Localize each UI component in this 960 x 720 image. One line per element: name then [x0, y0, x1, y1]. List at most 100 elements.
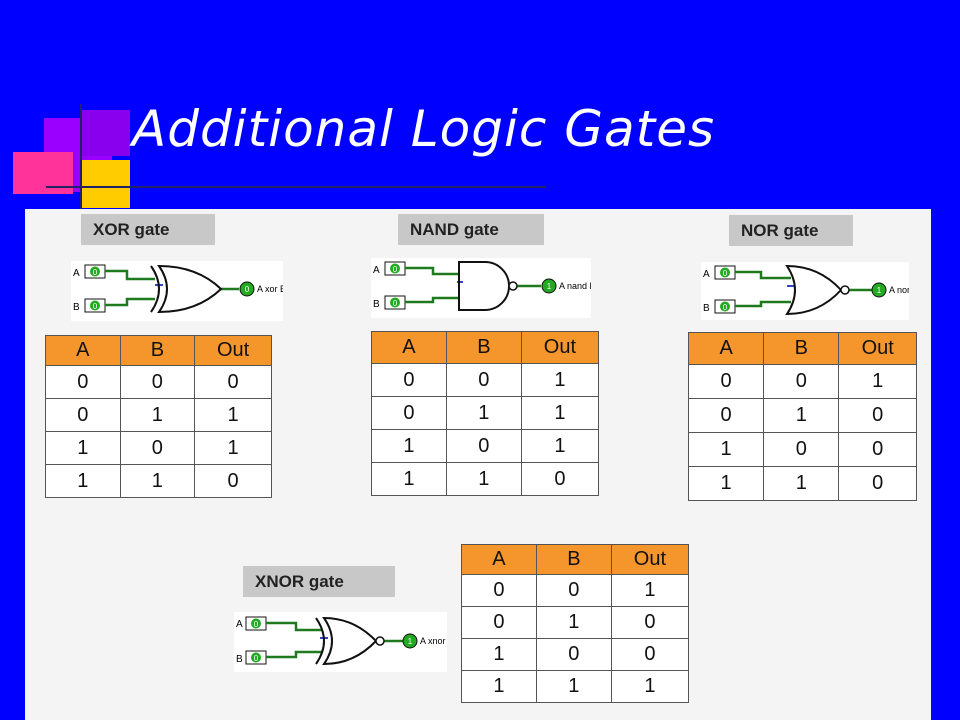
xnor-wires — [266, 621, 404, 659]
table-cell: 1 — [119, 398, 196, 432]
nor-wires — [735, 270, 873, 308]
nor-output-indicator — [871, 282, 887, 298]
nand-input-a-label: A — [373, 265, 380, 276]
table-cell: 1 — [838, 364, 917, 399]
table-cell: 1 — [610, 670, 690, 703]
nand-inversion-bubble — [508, 281, 518, 291]
table-cell: 0 — [461, 606, 537, 639]
slide-title: Additional Logic Gates — [132, 100, 716, 158]
table-cell: 1 — [520, 429, 600, 463]
table-cell: 1 — [461, 638, 537, 671]
xnor-input-a-indicator — [251, 618, 261, 629]
xor-input-b-label: B — [73, 302, 80, 313]
nor-output-state: 1 — [877, 286, 882, 295]
table-cell: 1 — [371, 429, 447, 463]
xnor-input-b-state: 0 — [254, 654, 259, 663]
nand-input-b-state: 0 — [393, 299, 398, 308]
table-cell: 0 — [119, 431, 196, 465]
table-cell: 1 — [45, 431, 121, 465]
xnor-output-label: A xnor B — [420, 636, 447, 646]
table-cell: 1 — [610, 574, 690, 607]
column-header: A — [687, 332, 765, 365]
column-header: A — [461, 544, 537, 575]
xnor-output-state: 1 — [408, 637, 413, 646]
xnor-gate-diagram: A 0 B 0 1 A xnor B — [234, 612, 447, 672]
xnor-input-b-label: B — [236, 654, 243, 665]
xor-input-b-state: 0 — [93, 302, 98, 311]
table-cell: 0 — [119, 365, 196, 399]
nor-input-b-state: 0 — [723, 303, 728, 312]
table-cell: 1 — [445, 396, 522, 430]
table-cell: 0 — [763, 364, 840, 399]
column-header: Out — [194, 335, 272, 366]
table-cell: 0 — [763, 432, 840, 467]
column-header: B — [119, 335, 196, 366]
xnor-output-indicator — [402, 633, 418, 649]
column-header: B — [445, 331, 522, 364]
xor-wires — [105, 269, 239, 307]
table-cell: 0 — [445, 363, 522, 397]
table-cell: 0 — [535, 574, 612, 607]
xor-input-a-indicator — [90, 266, 100, 277]
nor-input-b-indicator — [720, 301, 730, 312]
xor-input-a-label: A — [73, 268, 80, 279]
table-cell: 0 — [371, 396, 447, 430]
table-cell: 1 — [371, 462, 447, 496]
nor-input-a-state: 0 — [723, 269, 728, 278]
column-header: Out — [520, 331, 600, 364]
xnor-input-a-label: A — [236, 619, 243, 630]
table-cell: 1 — [535, 606, 612, 639]
xor-output-indicator — [239, 281, 255, 297]
table-cell: 1 — [461, 670, 537, 703]
table-cell: 1 — [45, 464, 121, 498]
column-header: Out — [838, 332, 917, 365]
nand-input-b-label: B — [373, 299, 380, 310]
decor-square-violet — [80, 110, 130, 156]
table-cell: 1 — [194, 431, 272, 465]
table-cell: 1 — [520, 396, 600, 430]
xor-gate-diagram: A 0 B 0 0 A xor B — [71, 261, 283, 321]
table-cell: 1 — [119, 464, 196, 498]
xnor-input-b-indicator — [251, 652, 261, 663]
nor-gate-diagram: A 0 B 0 1 A nor B — [701, 262, 909, 320]
table-cell: 0 — [610, 606, 690, 639]
nor-output-label: A nor B — [889, 285, 909, 295]
nor-inversion-bubble — [840, 285, 850, 295]
table-cell: 0 — [687, 398, 765, 433]
table-cell: 1 — [687, 466, 765, 501]
column-header: B — [535, 544, 612, 575]
xor-gate-label: XOR gate — [81, 214, 215, 245]
column-header: Out — [610, 544, 690, 575]
nand-wires — [405, 266, 541, 304]
nor-input-a-label: A — [703, 269, 710, 280]
xnor-gate-symbol — [315, 616, 378, 666]
xnor-gate-label: XNOR gate — [243, 566, 395, 597]
table-cell: 0 — [445, 429, 522, 463]
table-cell: 0 — [461, 574, 537, 607]
nand-input-b-indicator — [390, 297, 400, 308]
table-cell: 0 — [45, 365, 121, 399]
nor-input-a-indicator — [720, 267, 730, 278]
content-panel: XOR gate A 0 B 0 0 A xor B — [25, 209, 931, 720]
xor-output-label: A xor B — [257, 284, 283, 294]
column-header: B — [763, 332, 840, 365]
decor-square-yellow — [82, 160, 130, 208]
table-cell: 0 — [838, 432, 917, 467]
xnor-input-a-state: 0 — [254, 620, 259, 629]
table-cell: 1 — [687, 432, 765, 467]
nand-output-indicator — [541, 278, 557, 294]
